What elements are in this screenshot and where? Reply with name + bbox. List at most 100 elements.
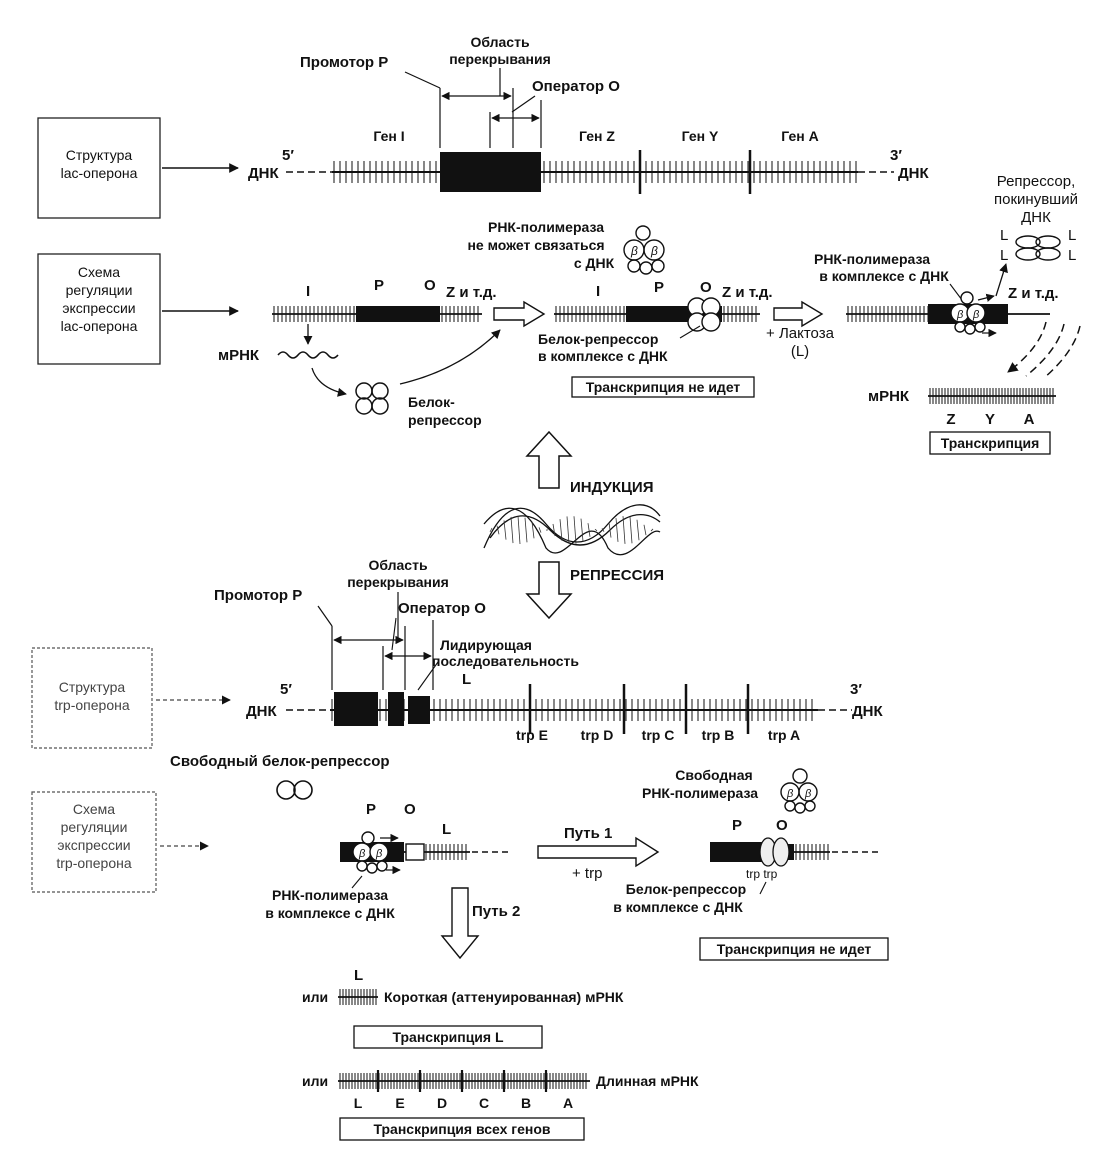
lac-transcription-dash-2 — [1025, 323, 1065, 377]
trp-gene-D: trp D — [581, 727, 614, 743]
trp-poly-complex-line2: в комплексе с ДНК — [265, 905, 395, 921]
trp-free-beta-1: β — [786, 788, 794, 800]
trp-free-repressor-label: Свободный белок-репрессор — [170, 753, 390, 770]
lac-poly-cannot-line1: РНК-полимераза — [488, 219, 604, 235]
trp-path2-arrow — [440, 887, 480, 960]
helix-rung — [524, 517, 528, 543]
lac-transcription-dash-3 — [1043, 325, 1081, 379]
lac-poly-complex-pointer — [949, 283, 963, 301]
lac-mrna-to-repressor — [311, 367, 347, 397]
helix-rung — [650, 528, 654, 532]
lac-free-repressor-icon — [1015, 235, 1061, 261]
trp-L-label: L — [462, 671, 471, 688]
trp-long-gene-L: L — [354, 1095, 363, 1111]
trp-3prime: 3′ — [850, 681, 862, 698]
trp-path2: Путь 2 — [472, 903, 520, 920]
trp-dna-left: ДНК — [246, 703, 278, 720]
trp-regulation-box-line3: экспрессии — [57, 837, 130, 853]
lac-5prime: 5′ — [282, 147, 294, 164]
lac-free-L-1: L — [1000, 227, 1008, 244]
trp-left-dna-ticks — [425, 844, 467, 860]
helix-rung — [643, 524, 647, 536]
lac-lactose-line1: + Лактоза — [766, 325, 835, 342]
lac-mrna-label: мРНК — [218, 347, 260, 364]
trp-gene-B: trp B — [702, 727, 735, 743]
lac-poly-direction-1 — [977, 293, 995, 302]
lac-operator-pointer — [511, 95, 536, 113]
trp-regulation-box — [31, 791, 157, 893]
trp-no-transcription: Транскрипция не идет — [717, 941, 872, 957]
helix-rung — [608, 522, 612, 538]
lac-transcription: Транскрипция — [941, 435, 1040, 451]
trp-long-mrna-label: Длинная мРНК — [596, 1073, 699, 1089]
lac-bound-beta-1: β — [956, 309, 964, 321]
helix-rung — [580, 518, 584, 542]
trp-poly-complex-line1: РНК-полимераза — [272, 887, 388, 903]
trp-bound-beta-1: β — [358, 848, 366, 860]
trp-poly-complex-pointer — [351, 875, 363, 889]
trp-operator-block — [388, 692, 404, 726]
lac-hollow-arrow-1 — [493, 300, 546, 328]
trp-overlap-line1: Область — [368, 557, 428, 573]
trp-repressor-complex-line1: Белок-репрессор — [626, 881, 746, 897]
trp-right-promoter-block — [710, 842, 766, 862]
trp-regulation-box-line1: Схема — [73, 801, 115, 817]
lac-right-Z: Z и т.д. — [1008, 285, 1059, 302]
trp-structure: Структура trp-оперона Область перекрыван… — [31, 557, 884, 749]
lac-row2-P: P — [374, 277, 384, 294]
trp-transcription-all: Транскрипция всех генов — [373, 1121, 550, 1137]
lac-no-transcription: Транскрипция не идет — [586, 379, 741, 395]
trp-promoter-pointer — [317, 605, 333, 627]
lac-mrna-wave — [277, 351, 339, 359]
lac-repressor-left-line3: ДНК — [1021, 209, 1051, 226]
trp-regulation-box-line2: регуляции — [61, 819, 128, 835]
lac-overlap-line1: Область — [470, 34, 530, 50]
trp-transcription-all-box — [339, 1117, 585, 1141]
trp-right-O: O — [776, 817, 788, 834]
trp-transcription-L-box — [353, 1025, 543, 1049]
lac-free-polymerase-icon — [623, 225, 665, 275]
trp-path1: Путь 1 — [564, 825, 612, 842]
trp-structure-box-line1: Структура — [59, 679, 126, 695]
helix-rung — [559, 519, 563, 541]
lac-repressor-line1: Белок- — [408, 394, 455, 410]
lac-poly-cannot-line2: не может связаться — [467, 237, 604, 253]
lac-dna-right: ДНК — [898, 165, 930, 182]
trp-bound-beta-2: β — [375, 848, 383, 860]
lac-dna-left: ДНК — [248, 165, 280, 182]
dna-helix-rungs — [489, 515, 654, 545]
lac-mrna-gene-Z: Z — [946, 411, 955, 428]
trp-long-gene-C: C — [479, 1095, 489, 1111]
lac-promoter-pointer — [404, 71, 441, 89]
lac-regulation-box-line3: экспрессии — [62, 300, 135, 316]
lac-mrna-ticks — [929, 388, 1054, 404]
lac-left-po-block — [356, 306, 440, 322]
trp-gene-E: trp E — [516, 727, 548, 743]
helix-rung — [629, 516, 633, 544]
lac-right-dna-ticks — [847, 306, 929, 322]
helix-rung — [587, 523, 591, 537]
lac-gene-I: Ген I — [373, 128, 404, 144]
trp-long-gene-E: E — [395, 1095, 404, 1111]
trp-gene-C: trp C — [642, 727, 675, 743]
trp-leader-pointer — [417, 661, 439, 691]
trp-bound-polymerase-icon — [352, 831, 389, 874]
trp-short-L: L — [354, 967, 363, 984]
helix-rung — [552, 523, 556, 537]
lac-poly-complex-line1: РНК-полимераза — [814, 251, 930, 267]
helix-rung — [573, 516, 577, 544]
trp-structure-box-line2: trp-оперона — [54, 697, 129, 713]
trp-operator-pointer — [391, 617, 397, 651]
trp-leader-line1: Лидирующая — [440, 637, 532, 653]
lac-operator-label: Оператор О — [532, 78, 620, 95]
lac-bound-repressor-icon — [687, 297, 721, 332]
trp-repressor-complex-line2: в комплексе с ДНК — [613, 899, 743, 915]
lac-repressor-complex-line2: в комплексе с ДНК — [538, 348, 668, 364]
lac-row2-I: I — [306, 283, 310, 300]
lac-structure-box — [37, 117, 161, 219]
repression-arrow — [525, 561, 573, 620]
lac-promoter-label: Промотор P — [300, 54, 388, 71]
trp-long-gene-A: A — [563, 1095, 573, 1111]
trp-free-beta-2: β — [804, 788, 812, 800]
